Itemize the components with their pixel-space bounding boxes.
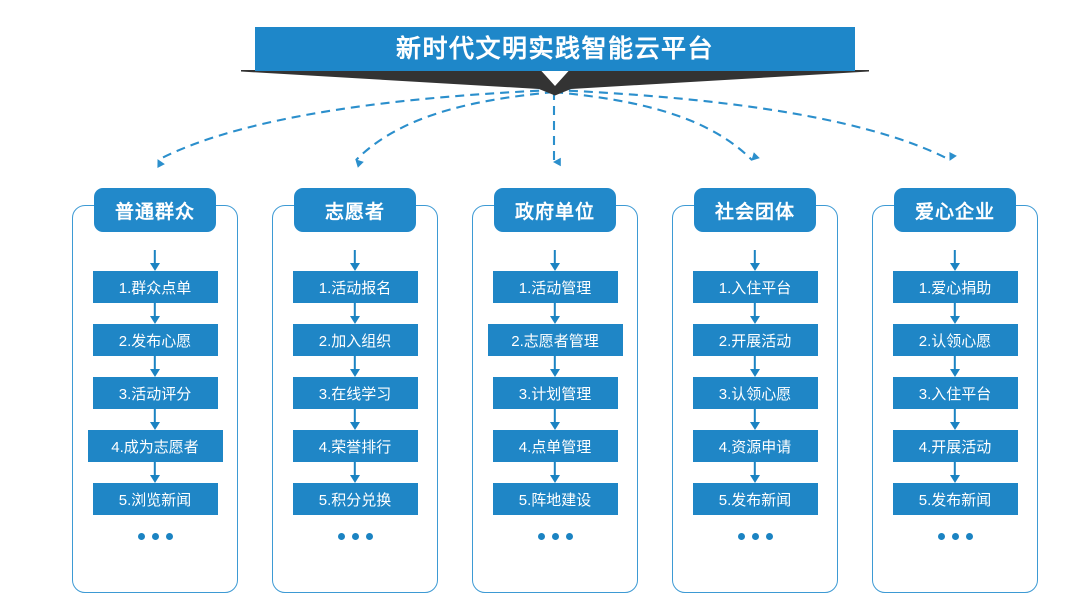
arrow-down-icon [549, 303, 561, 324]
arrow-down-icon [549, 409, 561, 430]
step-item[interactable]: 2.认领心愿 [892, 324, 1018, 356]
step-item[interactable]: 3.认领心愿 [692, 377, 818, 409]
arrow-down-icon [749, 409, 761, 430]
role-column-header-4[interactable]: 社会团体 [694, 188, 816, 232]
arrow-down-icon [349, 409, 361, 430]
step-item[interactable]: 4.资源申请 [692, 430, 818, 462]
arrow-down-icon [549, 250, 561, 271]
role-column-1: 普通群众 1.群众点单 2.发布心愿 3.活动评分 4.成为志愿者 5.浏览新闻 [72, 188, 238, 593]
connector-to-col-5 [553, 88, 957, 161]
arrow-down-icon [149, 356, 161, 377]
step-item[interactable]: 2.志愿者管理 [487, 324, 623, 356]
more-items-ellipsis[interactable] [737, 533, 773, 540]
connector-to-col-4 [553, 90, 760, 161]
arrow-down-icon [349, 250, 361, 271]
more-items-ellipsis[interactable] [937, 533, 973, 540]
connector-to-col-2 [355, 90, 555, 168]
ellipsis-dot [551, 533, 559, 540]
role-column-5: 爱心企业 1.爱心捐助 2.认领心愿 3.入住平台 4.开展活动 5.发布新闻 [872, 188, 1038, 593]
step-item[interactable]: 4.开展活动 [892, 430, 1018, 462]
ellipsis-dot [337, 533, 345, 540]
arrow-down-icon [949, 303, 961, 324]
ellipsis-dot [951, 533, 959, 540]
step-item[interactable]: 5.阵地建设 [492, 483, 618, 515]
role-column-steps-3: 1.活动管理 2.志愿者管理 3.计划管理 4.点单管理 5.阵地建设 [473, 250, 637, 540]
role-column-steps-1: 1.群众点单 2.发布心愿 3.活动评分 4.成为志愿者 5.浏览新闻 [73, 250, 237, 540]
arrow-down-icon [749, 462, 761, 483]
banner-ribbon-shadow [241, 70, 869, 96]
step-item[interactable]: 2.发布心愿 [92, 324, 218, 356]
arrow-down-icon [549, 462, 561, 483]
role-column-steps-5: 1.爱心捐助 2.认领心愿 3.入住平台 4.开展活动 5.发布新闻 [873, 250, 1037, 540]
platform-title: 新时代文明实践智能云平台 [395, 34, 714, 63]
ellipsis-dot [737, 533, 745, 540]
role-column-header-3[interactable]: 政府单位 [494, 188, 616, 232]
step-item[interactable]: 2.开展活动 [692, 324, 818, 356]
step-item[interactable]: 3.入住平台 [892, 377, 1018, 409]
arrow-down-icon [349, 462, 361, 483]
ellipsis-dot [937, 533, 945, 540]
role-column-2: 志愿者 1.活动报名 2.加入组织 3.在线学习 4.荣誉排行 5.积分兑换 [272, 188, 438, 593]
more-items-ellipsis[interactable] [337, 533, 373, 540]
role-column-4: 社会团体 1.入住平台 2.开展活动 3.认领心愿 4.资源申请 5.发布新闻 [672, 188, 838, 593]
arrow-down-icon [749, 356, 761, 377]
step-item[interactable]: 3.活动评分 [92, 377, 218, 409]
arrow-down-icon [149, 250, 161, 271]
arrow-down-icon [149, 303, 161, 324]
step-item[interactable]: 5.发布新闻 [692, 483, 818, 515]
ellipsis-dot [965, 533, 973, 540]
role-column-3: 政府单位 1.活动管理 2.志愿者管理 3.计划管理 4.点单管理 5.阵地建设 [472, 188, 638, 593]
ellipsis-dot [351, 533, 359, 540]
role-column-header-5[interactable]: 爱心企业 [894, 188, 1016, 232]
more-items-ellipsis[interactable] [537, 533, 573, 540]
platform-title-banner: 新时代文明实践智能云平台 [241, 27, 869, 96]
arrow-down-icon [549, 356, 561, 377]
role-column-steps-4: 1.入住平台 2.开展活动 3.认领心愿 4.资源申请 5.发布新闻 [673, 250, 837, 540]
arrow-down-icon [949, 409, 961, 430]
ellipsis-dot [165, 533, 173, 540]
ellipsis-dot [151, 533, 159, 540]
step-item[interactable]: 1.爱心捐助 [892, 271, 1018, 303]
ellipsis-dot [137, 533, 145, 540]
ellipsis-dot [751, 533, 759, 540]
step-item[interactable]: 5.发布新闻 [892, 483, 1018, 515]
step-item[interactable]: 4.成为志愿者 [87, 430, 223, 462]
step-item[interactable]: 1.群众点单 [92, 271, 218, 303]
step-item[interactable]: 4.点单管理 [492, 430, 618, 462]
ellipsis-dot [537, 533, 545, 540]
role-column-header-1[interactable]: 普通群众 [94, 188, 216, 232]
step-item[interactable]: 1.入住平台 [692, 271, 818, 303]
arrow-down-icon [749, 303, 761, 324]
arrow-down-icon [949, 462, 961, 483]
role-column-header-2[interactable]: 志愿者 [294, 188, 416, 232]
more-items-ellipsis[interactable] [137, 533, 173, 540]
arrow-down-icon [349, 303, 361, 324]
step-item[interactable]: 4.荣誉排行 [292, 430, 418, 462]
step-item[interactable]: 1.活动管理 [492, 271, 618, 303]
step-item[interactable]: 5.浏览新闻 [92, 483, 218, 515]
arrow-down-icon [949, 356, 961, 377]
arrow-down-icon [149, 462, 161, 483]
arrow-down-icon [949, 250, 961, 271]
connector-to-col-1 [157, 88, 555, 168]
step-item[interactable]: 2.加入组织 [292, 324, 418, 356]
step-item[interactable]: 5.积分兑换 [292, 483, 418, 515]
step-item[interactable]: 3.计划管理 [492, 377, 618, 409]
arrow-down-icon [749, 250, 761, 271]
role-column-steps-2: 1.活动报名 2.加入组织 3.在线学习 4.荣誉排行 5.积分兑换 [273, 250, 437, 540]
ellipsis-dot [765, 533, 773, 540]
ellipsis-dot [365, 533, 373, 540]
arrow-down-icon [149, 409, 161, 430]
banner-bar: 新时代文明实践智能云平台 [255, 27, 855, 71]
step-item[interactable]: 3.在线学习 [292, 377, 418, 409]
ellipsis-dot [565, 533, 573, 540]
arrow-down-icon [349, 356, 361, 377]
step-item[interactable]: 1.活动报名 [292, 271, 418, 303]
